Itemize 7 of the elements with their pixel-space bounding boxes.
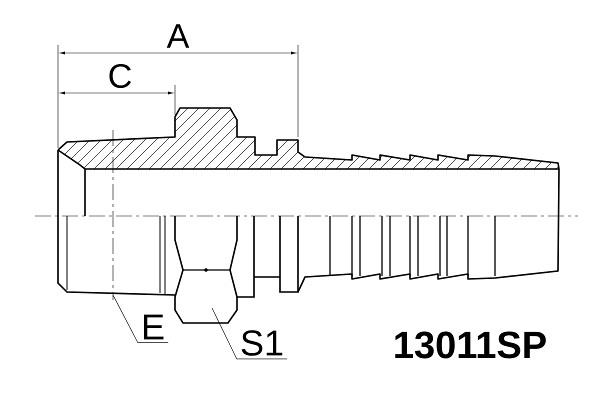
leader-line xyxy=(112,294,168,343)
leader-line xyxy=(212,308,288,360)
dimension-label: A xyxy=(166,24,190,48)
part-number: 13011SP xyxy=(395,332,546,358)
callout-letter: S1 xyxy=(242,330,282,356)
dimension-label: C xyxy=(109,64,131,88)
callout-letter: E xyxy=(144,314,164,340)
